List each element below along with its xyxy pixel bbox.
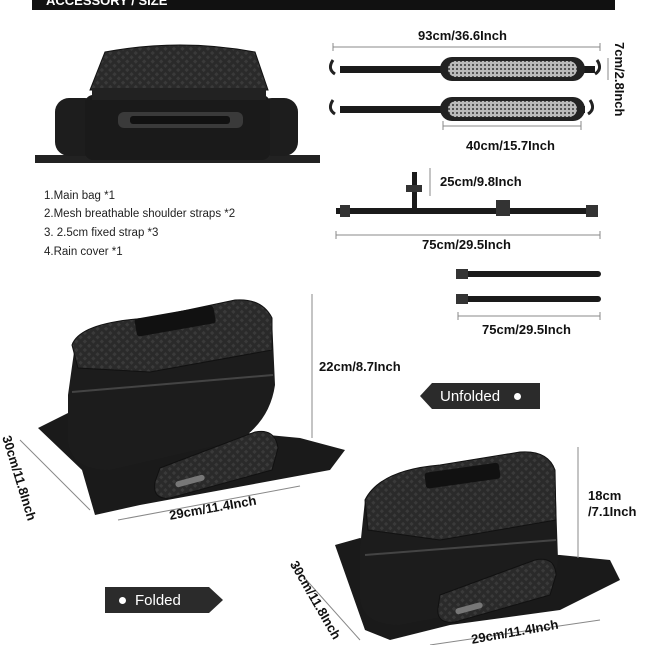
accessory-item-shoulder-straps: 2.Mesh breathable shoulder straps *2 <box>44 208 236 220</box>
main-bag-front-view <box>35 44 320 163</box>
folded-tag: Folded <box>105 587 223 613</box>
unfolded-height-label: 22cm/8.7Inch <box>319 359 401 374</box>
accessory-item-main-bag: 1.Main bag *1 <box>44 190 115 202</box>
shoulder-straps <box>328 57 602 121</box>
folded-height-label: 18cm <box>588 488 622 503</box>
section-header: ACCESSORY / SIZE <box>32 0 615 10</box>
strap-dimension-lines <box>332 43 609 130</box>
folded-bag <box>335 451 620 640</box>
strap-total-length-label: 93cm/36.6Inch <box>418 28 507 43</box>
pair-dimension-line <box>457 312 601 320</box>
unfolded-dimension-lines <box>19 294 313 521</box>
fixed-strap-pair <box>456 269 601 304</box>
folded-height-inch-label: /7.1Inch <box>588 504 637 519</box>
strap-pair-length-label: 75cm/29.5Inch <box>482 322 571 337</box>
unfolded-bag <box>38 299 345 515</box>
strap-pad-length-label: 40cm/15.7Inch <box>466 138 555 153</box>
section-header-title: ACCESSORY / SIZE <box>46 0 168 8</box>
unfolded-tag-label: Unfolded <box>440 387 501 405</box>
fixed-strap-long-label: 75cm/29.5Inch <box>422 237 511 252</box>
fixed-strap-short-label: 25cm/9.8Inch <box>440 174 522 189</box>
fixed-strap-dimension-lines <box>335 168 601 239</box>
folded-dot-icon <box>119 596 126 604</box>
folded-dimension-lines <box>292 447 601 645</box>
unfolded-tag: Unfolded <box>420 383 540 409</box>
accessory-item-rain-cover: 4.Rain cover *1 <box>44 246 123 258</box>
folded-tag-label: Folded <box>135 591 181 609</box>
unfolded-dot-icon <box>514 392 522 400</box>
fixed-strap-t <box>336 172 598 217</box>
strap-height-label: 7cm/2.8Inch <box>612 42 627 117</box>
accessory-item-fixed-strap: 3. 2.5cm fixed strap *3 <box>44 227 159 239</box>
